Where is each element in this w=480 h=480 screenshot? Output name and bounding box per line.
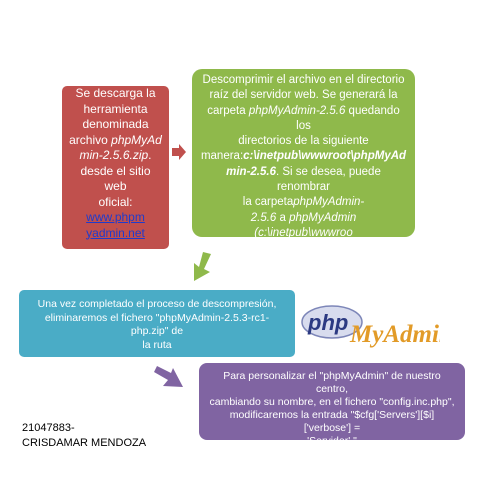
svg-text:MyAdmin: MyAdmin <box>349 321 440 348</box>
step2-l5b: c:\inetpub\wwwroot\phpMyAd <box>243 150 407 163</box>
step1-line6: desde el sitio web <box>80 163 151 194</box>
step2-l2: raíz del servidor web. Se generará la <box>209 89 398 102</box>
download-link-b[interactable]: yadmin.net <box>86 225 145 240</box>
step-customize-box: Para personalizar el "phpMyAdmin" de nue… <box>199 363 465 447</box>
step2-l5a: manera: <box>200 150 244 163</box>
step-delete-zip-box: Una vez completado el proceso de descomp… <box>19 290 295 357</box>
step3-l1: Una vez completado el proceso de descomp… <box>37 298 277 310</box>
step2-l6b: . Si se desea, puede renombrar <box>276 165 381 194</box>
step2-l8b: a <box>276 211 290 224</box>
step4-l1: Para personalizar el "phpMyAdmin" de nue… <box>223 370 441 395</box>
author-name: CRISDAMAR MENDOZA <box>22 437 147 449</box>
step1-line4: archivo <box>69 132 112 147</box>
author-id: 21047883- <box>22 422 75 434</box>
step1-line5: . <box>148 148 152 162</box>
step2-l1: Descomprimir el archivo en el directorio <box>202 74 405 86</box>
step1-line2: herramienta <box>83 101 148 116</box>
step-download-box: Se descarga la herramienta denominada ar… <box>62 86 169 249</box>
svg-text:php: php <box>307 310 348 335</box>
step4-l2: cambiando su nombre, en el fichero "conf… <box>209 396 455 408</box>
step2-l3c: quedando los <box>296 104 400 132</box>
step2-l7a: la carpeta <box>242 196 294 209</box>
step4-l4: 'Servidor' " <box>307 435 357 447</box>
step1-line7: oficial: <box>98 194 133 209</box>
arrow-down-right-icon <box>154 366 183 387</box>
step2-l8c: phpMyAdmin <box>289 211 357 224</box>
step1-file-b: min-2.5.6.zip <box>79 148 149 162</box>
step4-l3: modificaremos la entrada "$cfg['Servers'… <box>229 409 435 434</box>
step2-l3b: phpMyAdmin-2.5.6 <box>248 104 346 117</box>
step2-l6a: min-2.5.6 <box>226 165 276 178</box>
step2-l3a: carpeta <box>207 104 249 117</box>
step3-l2: eliminaremos el fichero "phpMyAdmin-2.5.… <box>44 311 270 338</box>
step3-l3: la ruta <box>142 338 172 351</box>
arrow-down-left-icon <box>194 252 211 281</box>
step2-l8a: 2.5.6 <box>250 211 277 224</box>
arrow-right-icon <box>172 144 186 160</box>
author-credit: 21047883- CRISDAMAR MENDOZA <box>22 421 146 451</box>
step1-line1: Se descarga la <box>75 86 156 100</box>
step2-l9: t\phpMyAdmin) <box>264 242 343 255</box>
step2-l4: directorios de la siguiente <box>238 135 369 148</box>
step1-file-a: phpMyAd <box>111 132 162 147</box>
step-extract-box: Descomprimir el archivo en el directorio… <box>192 69 415 254</box>
step2-l7b: phpMyAdmin- <box>293 196 365 209</box>
step1-line3: denominada <box>82 117 149 131</box>
step2-l8d: (c:\inetpub\wwwroo <box>254 226 353 239</box>
download-link-a[interactable]: www.phpm <box>86 210 145 224</box>
phpmyadmin-logo: php MyAdmin <box>301 305 440 348</box>
